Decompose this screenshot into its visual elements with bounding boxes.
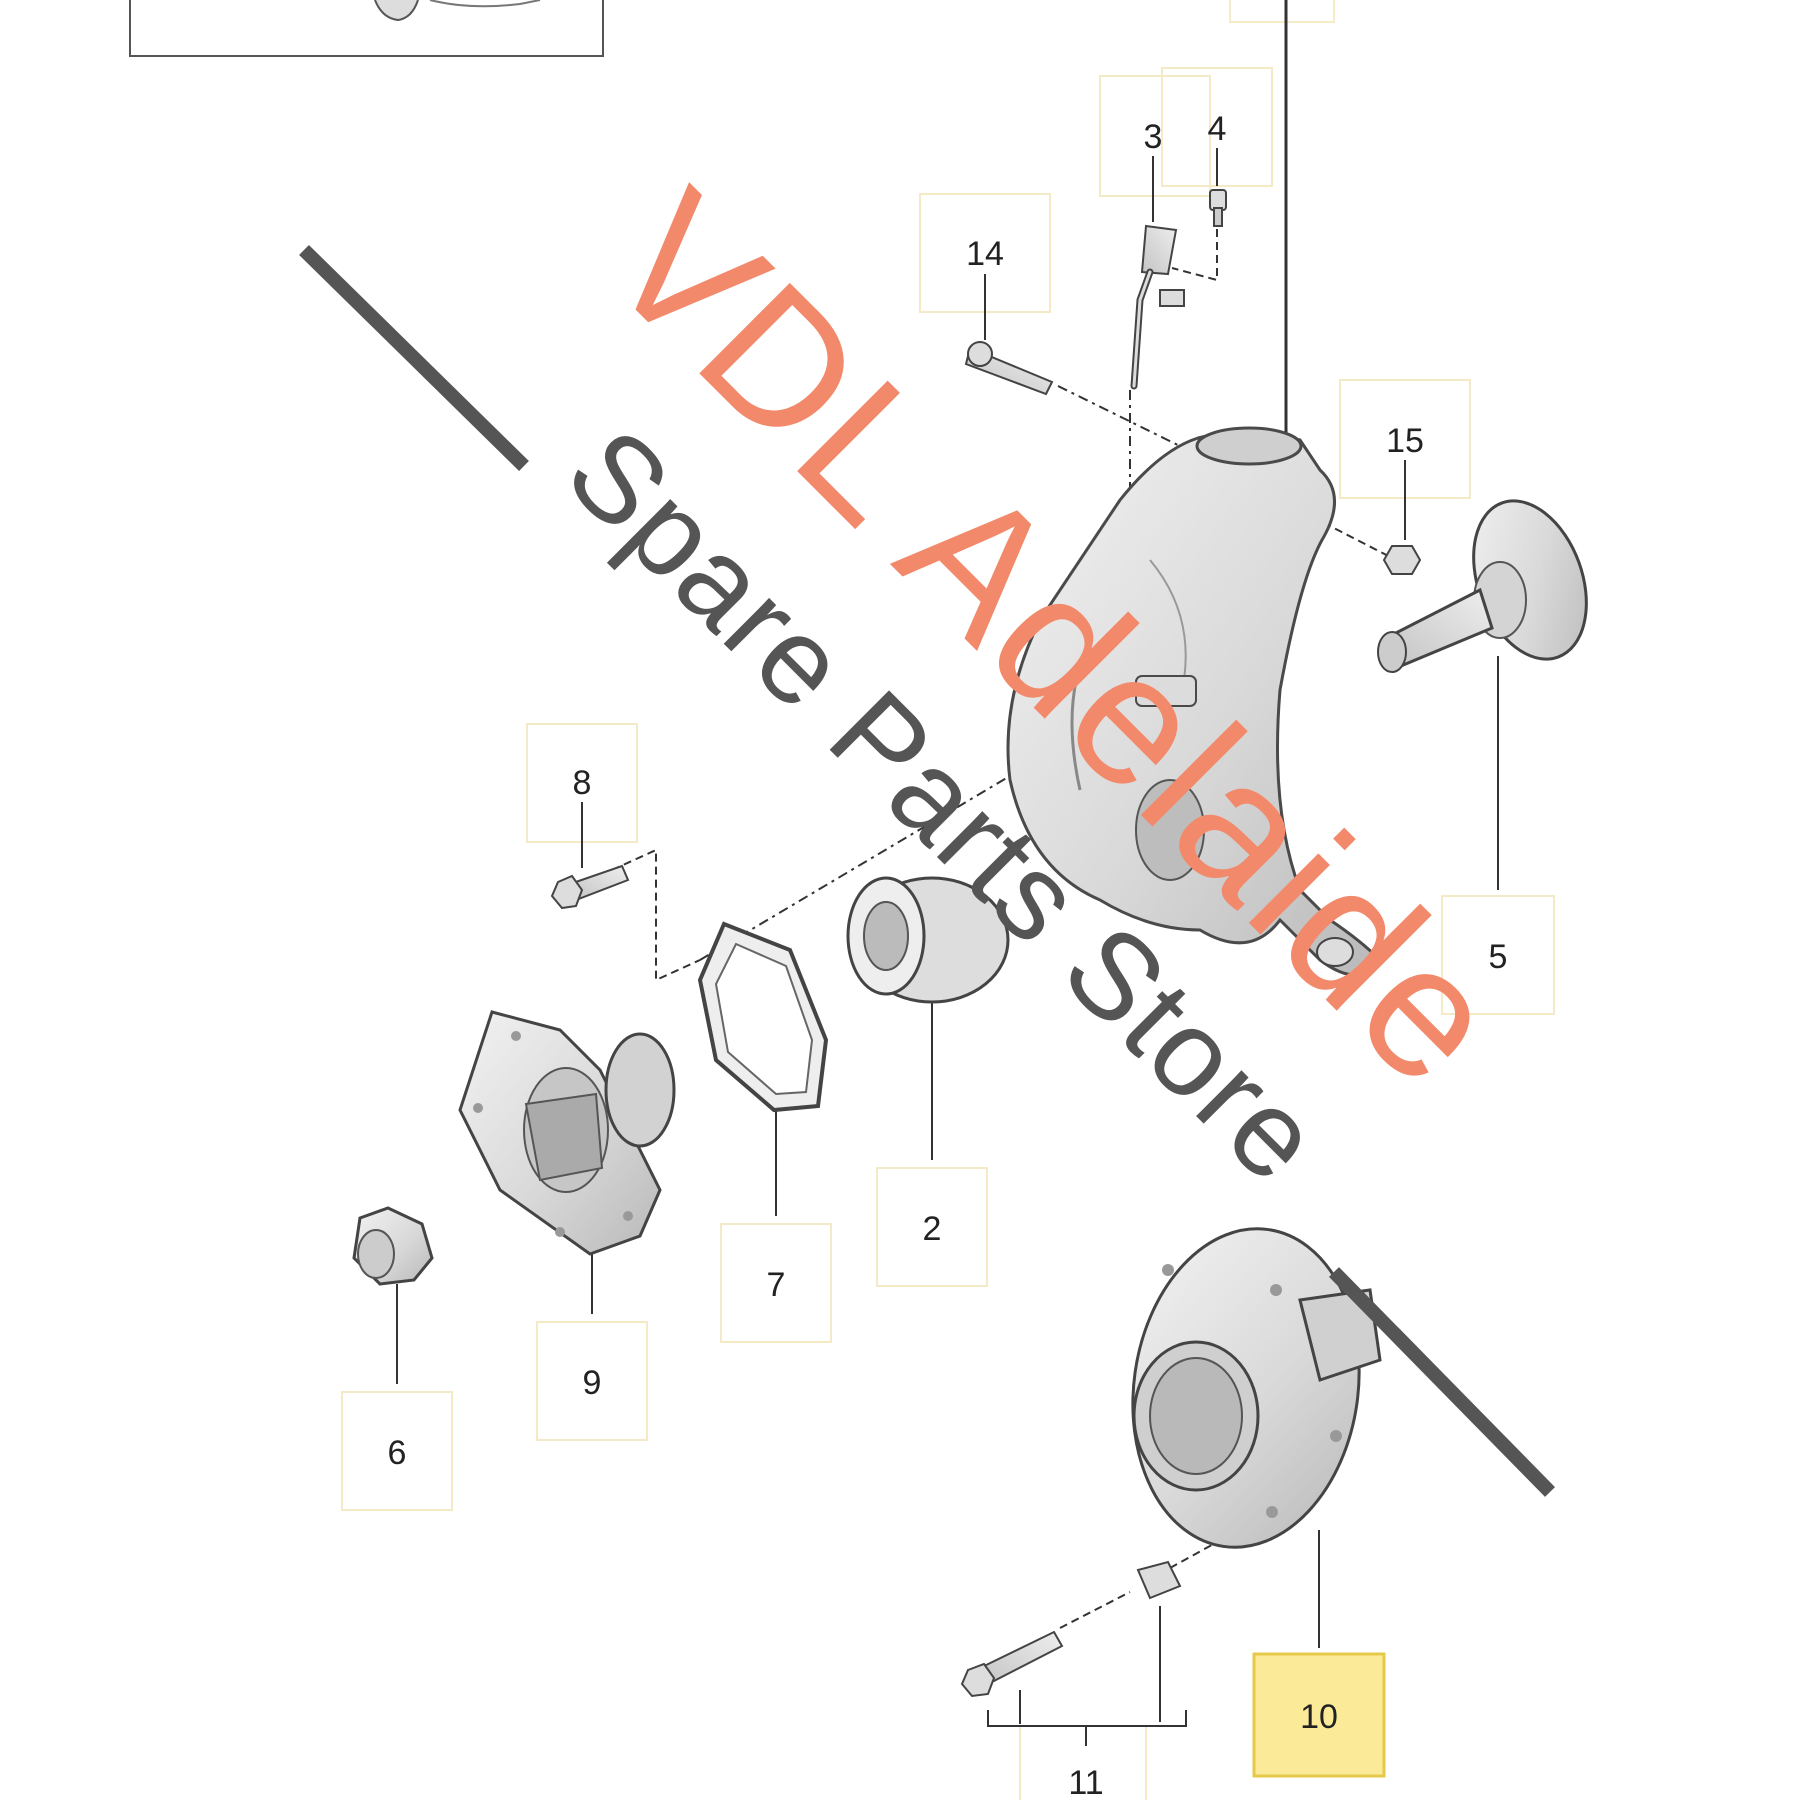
callout-11-label: 11 [1068,1764,1103,1800]
ball-joint-icon [1377,499,1588,673]
callout-3: 3 [1099,75,1211,197]
speed-sensor-icon [1130,224,1185,390]
drive-flange-icon [458,1010,676,1256]
bolt-icon [1136,1560,1182,1600]
watermark-rule-bottom [1329,1267,1555,1497]
bolt-icon [550,864,630,910]
callout-2-label: 2 [923,1210,942,1248]
callout-8-label: 8 [573,764,592,802]
callout-10-highlighted[interactable]: 10 [1252,1652,1386,1778]
callout-2: 2 [876,1167,988,1287]
nut-icon [352,1206,434,1286]
wheel-bearing-icon [846,876,1010,1004]
watermark-rule-top [299,245,529,471]
bolt-icon [960,1630,1064,1698]
callout-7-label: 7 [767,1266,786,1304]
callout-7: 7 [720,1223,832,1343]
callout-11: 11 [1019,1725,1147,1805]
callout-10-label: 10 [1300,1698,1338,1736]
callout-box-offscreen [1229,0,1335,23]
callout-6: 6 [341,1391,453,1511]
callout-9: 9 [536,1321,648,1441]
bolt-icon [1209,189,1227,227]
callout-6-label: 6 [388,1434,407,1472]
gasket-icon [697,921,829,1113]
leader-lines [396,0,1499,1746]
callout-4-label: 4 [1208,110,1227,148]
callout-9-label: 9 [583,1364,602,1402]
callout-5: 5 [1441,895,1555,1015]
wheel-hub-carrier-icon [1006,426,1382,977]
callout-14-label: 14 [966,235,1004,273]
callout-15-label: 15 [1386,422,1424,460]
callout-3-label: 3 [1144,118,1163,156]
bolt-icon [964,341,1054,396]
nut-icon [1382,545,1422,575]
callout-5-label: 5 [1489,938,1508,976]
vehicle-overview-thumbnail [129,0,604,57]
wheel-hub-icon [1131,1227,1382,1549]
